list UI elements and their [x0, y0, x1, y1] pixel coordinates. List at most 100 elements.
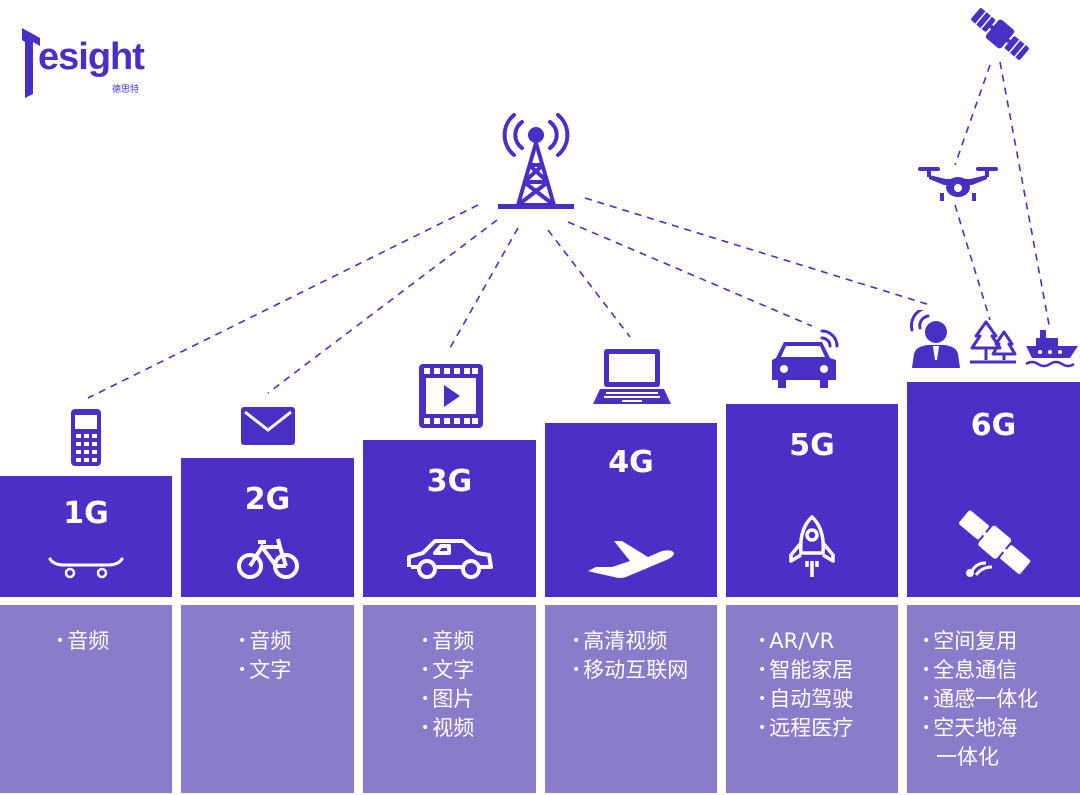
feature-item: •空天地海 [922, 714, 1038, 743]
ship-icon [1025, 330, 1078, 368]
feature-phone-icon [71, 409, 101, 466]
drone-icon [918, 167, 998, 201]
feature-text: 全息通信 [933, 658, 1018, 682]
feature-text: 文字 [432, 658, 475, 682]
feature-text: 移动互联网 [583, 658, 689, 682]
link-satellite-drone [954, 64, 991, 166]
bicycle-icon [236, 537, 300, 585]
feature-panel-1g: •音频 [0, 605, 172, 793]
bullet-icon: • [922, 691, 931, 707]
feature-text: 通感一体化 [933, 687, 1039, 711]
person-signal-icon [910, 310, 960, 368]
feature-item: •AR/VR [758, 627, 853, 656]
feature-list: •音频•文字•图片•视频 [421, 627, 474, 743]
feature-list: •空间复用•全息通信•通感一体化•空天地海一体化 [922, 627, 1038, 772]
feature-text: 音频 [249, 629, 292, 653]
feature-text: 音频 [432, 629, 475, 653]
feature-item: •空间复用 [922, 627, 1038, 656]
feature-list: •音频•文字 [238, 627, 291, 685]
bullet-icon: • [572, 662, 581, 678]
logo-sub-text: 德思特 [112, 85, 140, 95]
logo-brand-text: esight [38, 36, 145, 78]
feature-text: 智能家居 [769, 658, 854, 682]
feature-panel-3g: •音频•文字•图片•视频 [363, 605, 536, 793]
bullet-icon: • [922, 720, 931, 736]
feature-panel-2g: •音频•文字 [181, 605, 354, 793]
generation-block-5g: 5G [726, 404, 898, 597]
link-drone-tree [954, 204, 991, 321]
feature-list: •高清视频•移动互联网 [572, 627, 688, 685]
link-6g [584, 197, 931, 306]
feature-panel-6g: •空间复用•全息通信•通感一体化•空天地海一体化 [907, 605, 1080, 793]
generation-block-3g: 3G [363, 440, 536, 597]
feature-item: •图片 [421, 685, 474, 714]
logo-mark-icon [22, 28, 40, 98]
envelope-icon [241, 407, 295, 445]
bullet-icon: • [572, 633, 581, 649]
generation-block-1g: 1G [0, 476, 172, 597]
bullet-icon: • [421, 691, 430, 707]
rocket-icon [787, 515, 837, 585]
feature-item: •文字 [238, 656, 291, 685]
generation-label: 4G [608, 445, 654, 480]
feature-item: •智能家居 [758, 656, 853, 685]
feature-panel-5g: •AR/VR•智能家居•自动驾驶•远程医疗 [726, 605, 898, 793]
generation-block-2g: 2G [181, 458, 354, 597]
video-player-icon [419, 364, 483, 428]
feature-text: 远程医疗 [769, 716, 854, 740]
laptop-icon [593, 349, 671, 404]
bullet-icon: • [238, 633, 247, 649]
generation-label: 3G [426, 464, 473, 499]
feature-item: •音频 [238, 627, 291, 656]
airplane-icon [586, 537, 676, 585]
generation-block-4g: 4G [545, 423, 717, 597]
feature-item: •远程医疗 [758, 714, 853, 743]
bullet-icon: • [758, 691, 767, 707]
feature-text: 空间复用 [933, 629, 1018, 653]
generation-label: 1G [63, 496, 109, 531]
bullet-icon: • [421, 662, 430, 678]
skateboard-icon [48, 551, 124, 585]
feature-text: AR/VR [769, 629, 835, 653]
link-2g [267, 219, 498, 394]
bullet-icon: • [758, 720, 767, 736]
feature-item: •音频 [421, 627, 474, 656]
feature-text: 自动驾驶 [769, 687, 854, 711]
feature-item-continuation: 一体化 [936, 745, 999, 769]
bullet-icon: • [922, 633, 931, 649]
feature-item: •高清视频 [572, 627, 688, 656]
feature-text: 视频 [432, 716, 475, 740]
feature-item: •自动驾驶 [758, 685, 853, 714]
satellite-icon [956, 505, 1032, 585]
generation-block-6g: 6G [907, 382, 1080, 597]
link-satellite-ship [999, 61, 1051, 331]
feature-item: •通感一体化 [922, 685, 1038, 714]
feature-list: •音频 [56, 627, 109, 656]
link-4g [547, 229, 631, 338]
bullet-icon: • [238, 662, 247, 678]
bullet-icon: • [56, 633, 65, 649]
feature-panel-4g: •高清视频•移动互联网 [545, 605, 717, 793]
generation-label: 6G [970, 408, 1017, 443]
link-5g [567, 221, 813, 327]
feature-item: •全息通信 [922, 656, 1038, 685]
feature-item: •文字 [421, 656, 474, 685]
bullet-icon: • [421, 633, 430, 649]
cell-tower-icon [498, 113, 574, 209]
tree-icon [970, 320, 1017, 364]
feature-list: •AR/VR•智能家居•自动驾驶•远程医疗 [758, 627, 853, 743]
feature-item: •音频 [56, 627, 109, 656]
feature-item: •移动互联网 [572, 656, 688, 685]
feature-text: 音频 [67, 629, 110, 653]
bullet-icon: • [758, 633, 767, 649]
feature-text: 空天地海 [933, 716, 1018, 740]
bullet-icon: • [758, 662, 767, 678]
bullet-icon: • [922, 662, 931, 678]
car-icon [405, 535, 495, 585]
connected-car-icon [772, 329, 839, 388]
feature-text: 高清视频 [583, 629, 668, 653]
bullet-icon: • [421, 720, 430, 736]
generation-label: 5G [789, 428, 835, 463]
